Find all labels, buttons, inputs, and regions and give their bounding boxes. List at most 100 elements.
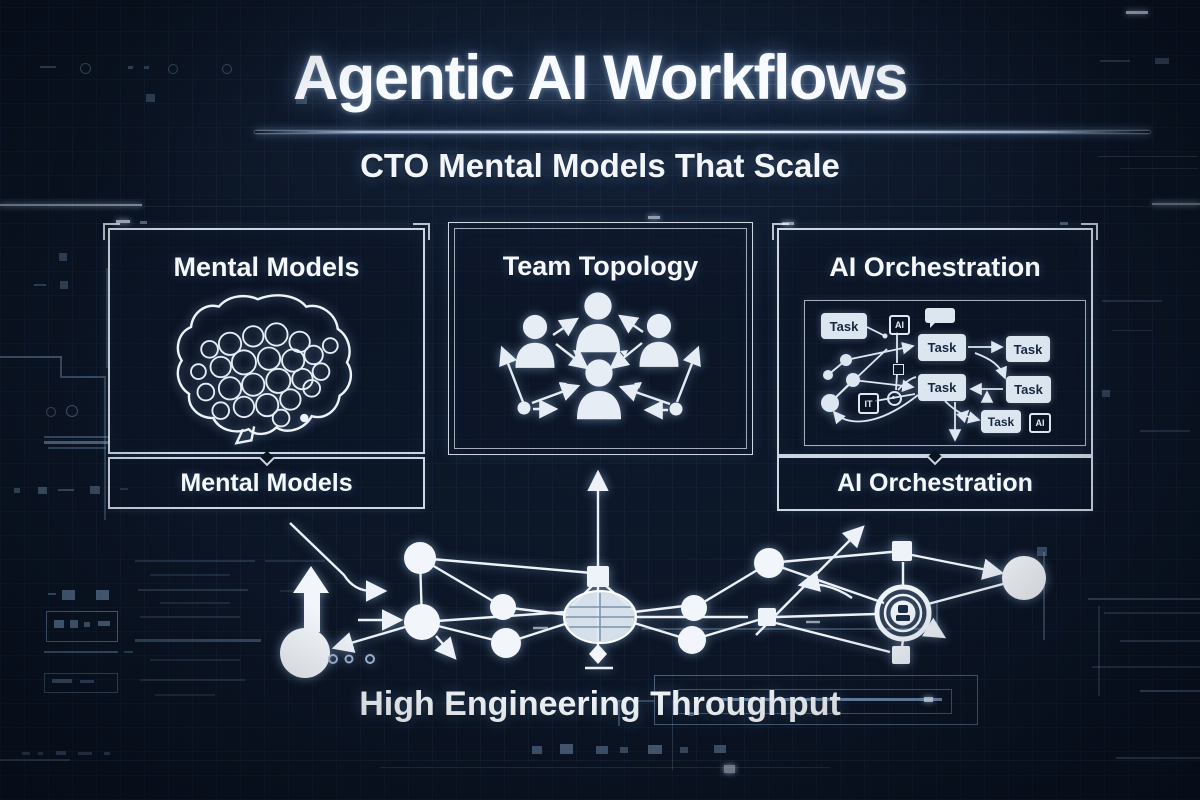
dot-row bbox=[328, 654, 375, 664]
task-node: Task bbox=[918, 374, 966, 401]
hud-mark bbox=[1126, 11, 1148, 14]
brain-icon bbox=[176, 294, 353, 445]
hud-mark bbox=[46, 611, 118, 642]
hud-mark bbox=[532, 746, 542, 754]
hud-mark bbox=[66, 405, 78, 417]
down-arrow-icon bbox=[585, 644, 613, 670]
network-nodes bbox=[280, 541, 1046, 678]
hud-mark bbox=[1140, 430, 1190, 432]
task-node: Task bbox=[918, 334, 966, 361]
hud-mark bbox=[140, 206, 1150, 207]
hud-mark bbox=[46, 407, 56, 417]
hud-mark bbox=[22, 752, 30, 755]
hud-mark bbox=[0, 759, 70, 761]
hud-mark bbox=[48, 447, 106, 449]
hud-mark bbox=[140, 221, 147, 224]
panel-mental-models-title: Mental Models bbox=[173, 252, 360, 282]
hud-mark bbox=[44, 441, 110, 444]
hud-mark bbox=[138, 589, 248, 591]
hud-mark bbox=[936, 600, 938, 630]
task-node: Task bbox=[1006, 336, 1050, 362]
up-arrow-icon bbox=[293, 566, 329, 632]
hud-mark bbox=[1112, 330, 1152, 331]
hud-mark bbox=[160, 602, 230, 604]
workflow-icon: Task Task Task Task Task Task AI AI IT bbox=[804, 300, 1086, 446]
hud-mark bbox=[56, 751, 66, 755]
hud-mark bbox=[60, 281, 68, 289]
hud-mark bbox=[560, 744, 573, 754]
hud-mark bbox=[60, 358, 62, 378]
panel-ai-orchestration: AI Orchestration bbox=[772, 223, 1098, 456]
hud-mark bbox=[680, 747, 688, 753]
record-icon bbox=[887, 391, 902, 406]
hud-mark bbox=[80, 680, 94, 683]
hud-mark bbox=[44, 651, 118, 653]
hud-mark bbox=[280, 590, 325, 592]
hud-mark bbox=[0, 204, 142, 206]
hud-mark bbox=[620, 747, 628, 753]
team-network-icon bbox=[499, 292, 701, 420]
hud-mark bbox=[70, 620, 78, 628]
hud-mark bbox=[52, 679, 72, 683]
hud-mark bbox=[265, 560, 325, 562]
hud-mark bbox=[648, 745, 662, 754]
hud-mark bbox=[34, 284, 46, 286]
task-node: Task bbox=[981, 410, 1021, 433]
panel-ai-orchestration-footer: AI Orchestration bbox=[777, 449, 1093, 511]
hud-mark bbox=[642, 628, 937, 630]
hud-mark bbox=[38, 487, 47, 494]
hud-mark bbox=[0, 356, 62, 358]
hud-mark bbox=[1102, 300, 1162, 302]
hud-mark bbox=[104, 752, 110, 755]
page-subtitle: CTO Mental Models That Scale bbox=[360, 147, 840, 184]
hud-mark bbox=[1043, 552, 1045, 640]
ai-orchestration-footer-label: AI Orchestration bbox=[837, 469, 1033, 497]
hud-mark bbox=[54, 620, 64, 628]
hud-mark bbox=[1088, 598, 1200, 600]
bottom-caption: High Engineering Throughput bbox=[359, 685, 841, 723]
hud-mark bbox=[1060, 222, 1068, 225]
hud-mark bbox=[44, 436, 110, 438]
hud-mark bbox=[1092, 666, 1200, 668]
hud-mark bbox=[62, 590, 75, 600]
hud-mark bbox=[150, 659, 240, 661]
hud-mark bbox=[135, 639, 261, 642]
agent-emblem-icon bbox=[874, 584, 932, 642]
panel-mental-models: Mental Models bbox=[103, 223, 430, 454]
task-node: Task bbox=[821, 313, 867, 339]
hud-mark bbox=[1098, 606, 1100, 696]
task-node: Task bbox=[1006, 376, 1051, 403]
hud-mark bbox=[48, 593, 56, 595]
hud-mark bbox=[124, 651, 133, 653]
hud-mark bbox=[596, 746, 608, 754]
speech-bubble-icon bbox=[925, 308, 955, 323]
hud-mark bbox=[59, 253, 67, 261]
hud-mark bbox=[135, 560, 255, 562]
brain-dot bbox=[300, 413, 309, 423]
title-divider bbox=[255, 131, 1150, 133]
hud-mark bbox=[140, 616, 240, 618]
hud-mark bbox=[150, 574, 230, 576]
hud-mark bbox=[96, 590, 109, 600]
ai-badge: AI bbox=[1029, 413, 1051, 433]
hud-mark bbox=[648, 216, 660, 219]
panel-mental-models-footer: Mental Models bbox=[108, 450, 425, 509]
hud-mark bbox=[380, 767, 830, 768]
hud-mark bbox=[1102, 390, 1110, 397]
hud-mark bbox=[724, 765, 735, 773]
hud-mark bbox=[38, 752, 43, 755]
hud-mark bbox=[58, 489, 74, 491]
hud-mark bbox=[1120, 640, 1200, 642]
page-title: Agentic AI Workflows bbox=[292, 43, 909, 113]
checkbox-icon bbox=[893, 364, 904, 375]
hud-mark bbox=[90, 486, 100, 494]
hud-mark bbox=[84, 622, 90, 627]
hud-mark bbox=[78, 752, 92, 755]
hud-mark bbox=[62, 376, 106, 378]
it-badge: IT bbox=[858, 393, 879, 414]
mental-models-footer-label: Mental Models bbox=[180, 468, 353, 497]
ai-badge: AI bbox=[889, 315, 910, 335]
hud-mark bbox=[0, 760, 1200, 761]
hud-mark bbox=[140, 679, 245, 681]
